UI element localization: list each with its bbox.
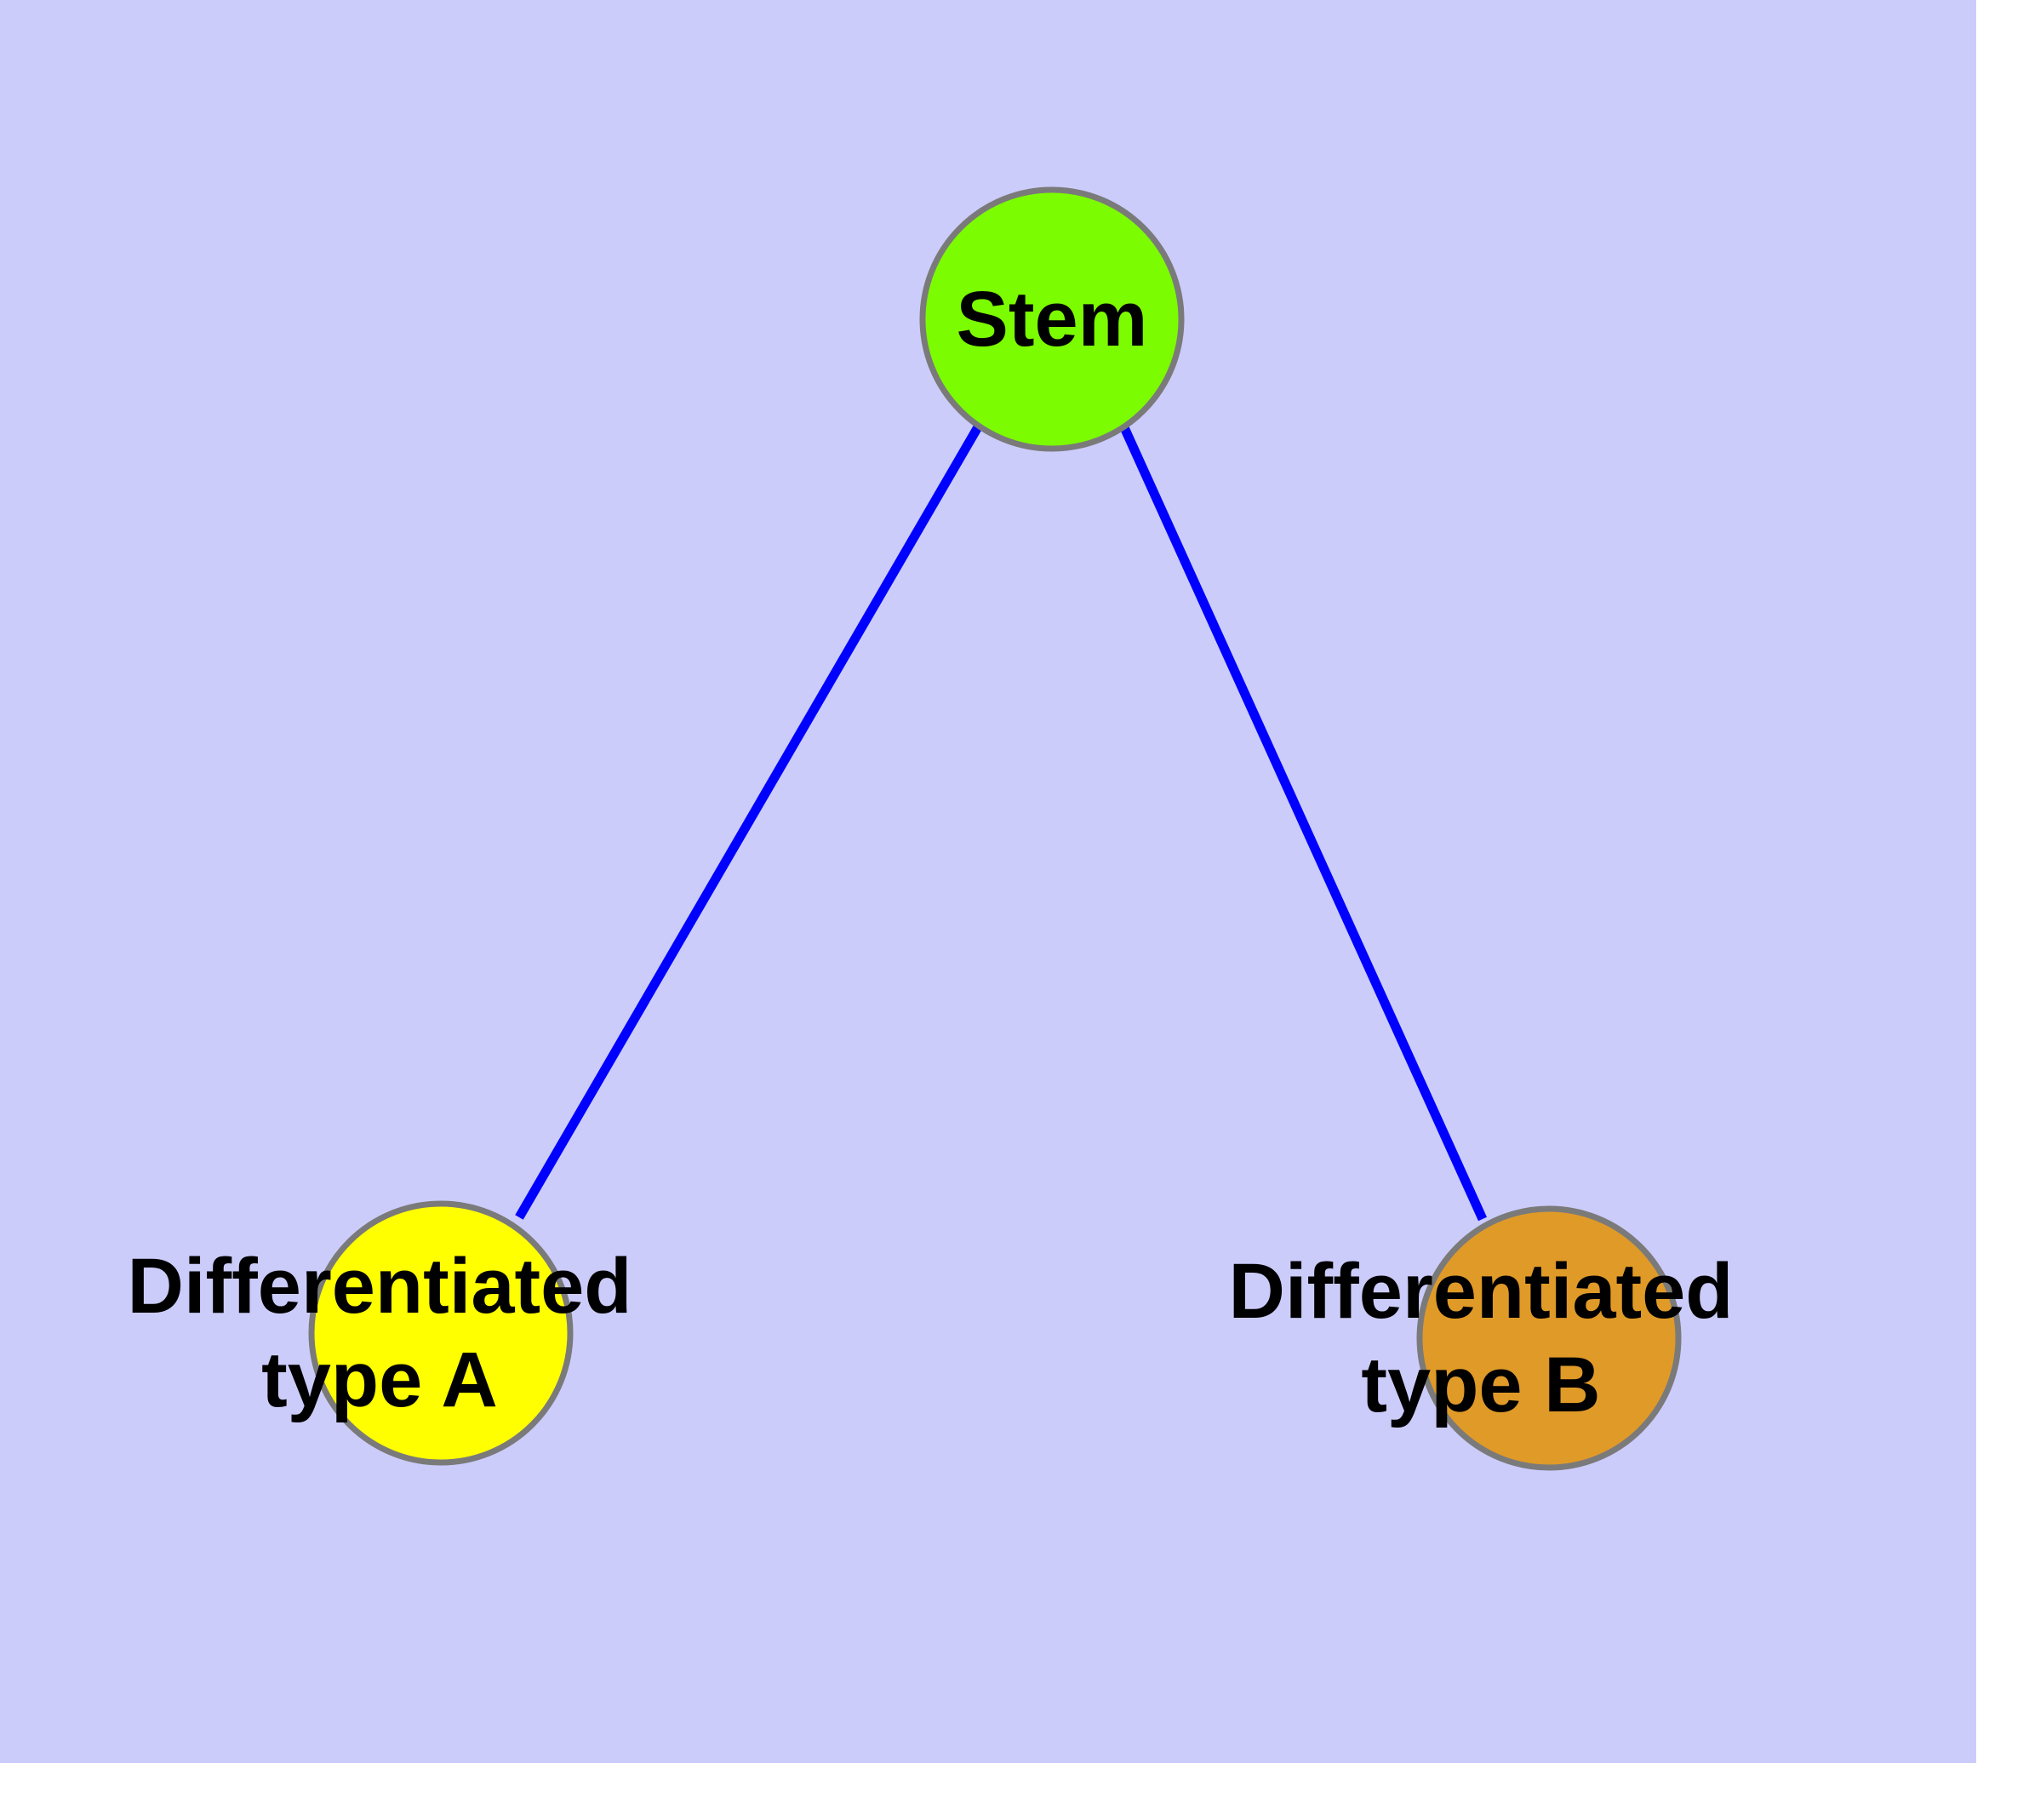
- nodes-layer: [308, 186, 1682, 1471]
- graph-node-label-line: type B: [1361, 1342, 1600, 1428]
- graph-edge-stem-diff_b[interactable]: [1118, 423, 1488, 1222]
- graph-node-label-line: Stem: [957, 276, 1148, 363]
- graph-edge-stem-diff_a[interactable]: [515, 423, 983, 1220]
- graph-node-diff_a[interactable]: [308, 1200, 574, 1466]
- graph-node-diff_b[interactable]: [1416, 1205, 1682, 1471]
- graph-node-label-line: type A: [261, 1336, 498, 1423]
- edges-layer: [515, 423, 1488, 1222]
- graph-node-label-stem: Stem: [957, 276, 1148, 363]
- graph-node-label-line: Differentiated: [128, 1243, 632, 1330]
- graph-node-label-line: Differentiated: [1229, 1248, 1734, 1335]
- graph-node-stem[interactable]: [919, 186, 1185, 452]
